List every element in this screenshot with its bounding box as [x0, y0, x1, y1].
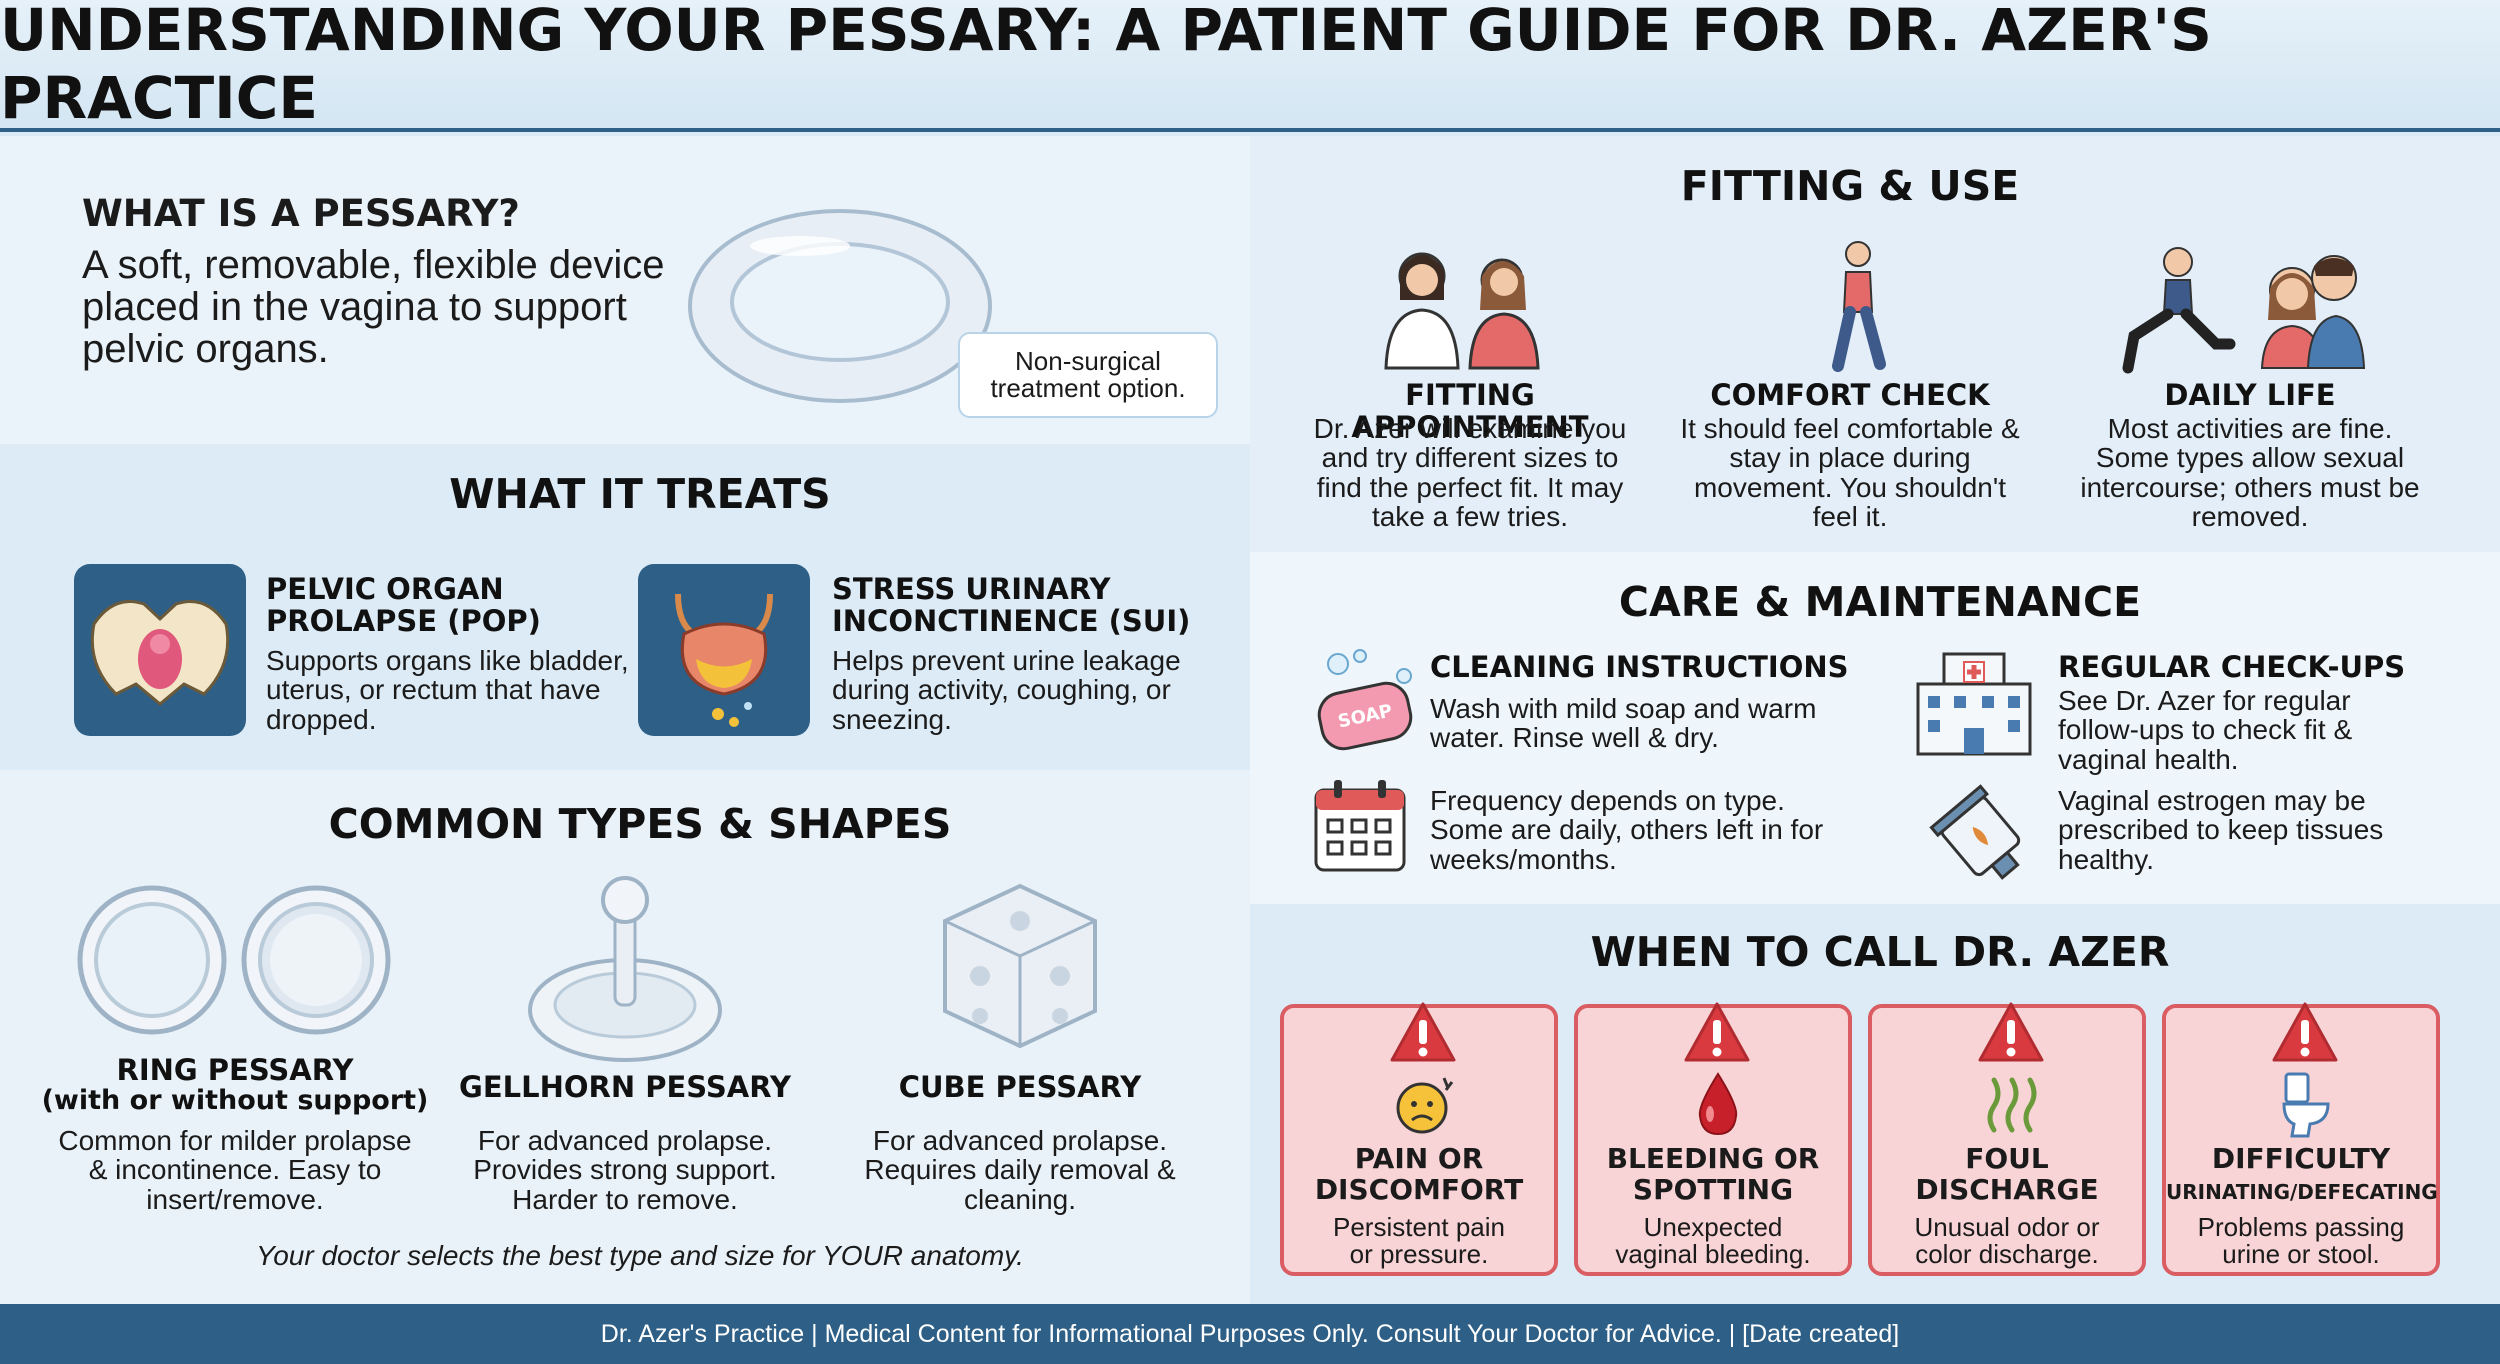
comfort-check-description: It should feel comfortable & stay in pla… [1680, 413, 2020, 533]
blood-drop-icon [1698, 1072, 1738, 1136]
gellhorn-pessary-icon [528, 876, 722, 1062]
calendar-icon [1314, 780, 1406, 872]
page-footer: Dr. Azer's Practice | Medical Content fo… [0, 1304, 2500, 1364]
odor-icon [1987, 1077, 2037, 1133]
cleaning-title: CLEANING INSTRUCTIONS [1430, 650, 1849, 684]
ring-pessary-description: Common for milder prolapse & incontinenc… [58, 1125, 412, 1215]
common-types-title: COMMON TYPES & SHAPES [328, 800, 952, 848]
daily-life-title: DAILY LIFE [2164, 378, 2336, 412]
what-it-treats-title: WHAT IT TREATS [449, 470, 831, 518]
ring-pessary-title: RING PESSARY [116, 1053, 354, 1087]
cube-pessary-description: For advanced prolapse. Requires daily re… [864, 1125, 1176, 1215]
sui-title: STRESS URINARY INCONCTINENCE (SUI) [832, 572, 1191, 638]
footer-text: Dr. Azer's Practice | Medical Content fo… [600, 1319, 1900, 1348]
cleaning-description: Wash with mild soap and warm water. Rins… [1430, 693, 1817, 754]
care-maintenance-title: CARE & MAINTENANCE [1618, 578, 2142, 626]
bladder-icon [638, 564, 810, 736]
doctor-selects-note: Your doctor selects the best type and si… [256, 1240, 1024, 1271]
frequency-description: Frequency depends on type. Some are dail… [1430, 785, 1824, 875]
non-surgical-callout: Non-surgical treatment option. [958, 332, 1218, 418]
page-title: UNDERSTANDING YOUR PESSARY: A PATIENT GU… [0, 0, 2212, 132]
sad-face-icon [1396, 1077, 1454, 1134]
hospital-icon [1916, 652, 2032, 756]
what-is-title: WHAT IS A PESSARY? [82, 192, 520, 235]
ring-pessary-icon [77, 885, 391, 1035]
sui-description: Helps prevent urine leakage during activ… [832, 645, 1181, 735]
toilet-icon [2282, 1072, 2330, 1138]
estrogen-description: Vaginal estrogen may be prescribed to ke… [2058, 785, 2384, 875]
what-it-treats-panel: WHAT IT TREATS PELVIC ORGAN PROLAPSE (PO… [0, 444, 1250, 770]
ring-pessary-subtitle: (with or without support) [41, 1085, 429, 1116]
soap-icon: SOAP [1317, 649, 1413, 751]
what-is-panel: WHAT IS A PESSARY? A soft, removable, fl… [0, 136, 1250, 444]
fitting-appointment-title: FITTING APPOINTMENT [1351, 378, 1589, 444]
warning-icon [1978, 1002, 2044, 1062]
ring-pessary-icon [688, 209, 992, 403]
checkups-description: See Dr. Azer for regular follow-ups to c… [2058, 685, 2353, 775]
pop-title: PELVIC ORGAN PROLAPSE (POP) [266, 572, 541, 638]
warning-icon [1390, 1002, 1456, 1062]
what-is-description: A soft, removable, flexible device place… [82, 243, 665, 371]
walking-woman-icon [1832, 241, 1886, 372]
pop-description: Supports organs like bladder, uterus, or… [266, 645, 629, 735]
daily-life-description: Most activities are fine. Some types all… [2080, 413, 2420, 533]
fitting-appointment-description: Dr. Azer will examine you and try differ… [1313, 413, 1627, 533]
care-maintenance-panel: CARE & MAINTENANCE SOAP CLEANING INSTRUC… [1250, 552, 2500, 904]
cream-tube-icon [1929, 784, 2021, 880]
fitting-use-panel: FITTING & USE FITTING APPOINTMENT Dr. Az… [1250, 136, 2500, 552]
doctor-patient-icon [1384, 252, 1540, 370]
comfort-check-title: COMFORT CHECK [1710, 378, 1990, 412]
warning-icon [2272, 1002, 2338, 1062]
gellhorn-pessary-title: GELLHORN PESSARY [459, 1070, 791, 1104]
checkups-title: REGULAR CHECK-UPS [2058, 650, 2406, 684]
active-couple-icon [2122, 247, 2366, 374]
gellhorn-pessary-description: For advanced prolapse. Provides strong s… [473, 1125, 777, 1215]
fitting-use-title: FITTING & USE [1680, 162, 2020, 210]
warning-icon [1684, 1002, 1750, 1062]
cube-pessary-title: CUBE PESSARY [898, 1070, 1142, 1104]
when-to-call-title: WHEN TO CALL DR. AZER [1590, 928, 2170, 976]
pelvis-icon [74, 564, 246, 736]
page-header: UNDERSTANDING YOUR PESSARY: A PATIENT GU… [0, 0, 2500, 132]
common-types-panel: COMMON TYPES & SHAPES RING PESSARY (with… [0, 770, 1250, 1304]
cube-pessary-icon [943, 883, 1097, 1049]
